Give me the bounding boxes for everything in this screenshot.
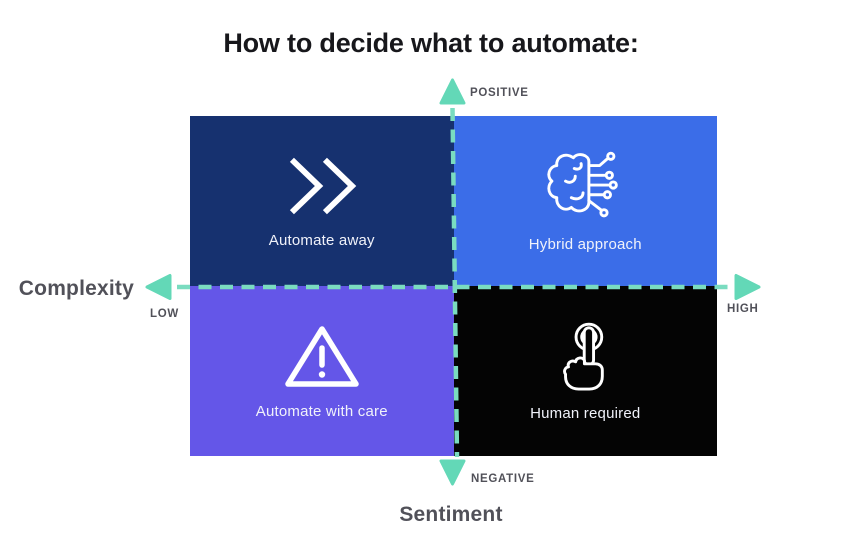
warning-triangle-icon [285, 326, 359, 387]
quadrant-grid: Automate away Hybrid approach [190, 116, 717, 456]
ai-brain-circuit-icon [547, 151, 619, 218]
positive-axis-label: POSITIVE [470, 87, 529, 99]
quadrant-hybrid-approach: Hybrid approach [453, 116, 717, 286]
arrow-right-icon [734, 274, 761, 300]
complexity-axis-label: Complexity [18, 277, 134, 300]
arrow-down-icon [439, 459, 466, 486]
low-axis-label: LOW [150, 308, 179, 320]
tap-hand-icon [563, 322, 605, 391]
quadrant-label: Hybrid approach [528, 236, 642, 253]
quadrant-human-required: Human required [453, 286, 717, 456]
quadrant-automate-away: Automate away [190, 116, 454, 286]
page-title: How to decide what to automate: [223, 28, 639, 58]
quadrant-automate-with-care: Automate with care [190, 286, 454, 456]
negative-axis-label: NEGATIVE [471, 473, 535, 485]
arrow-left-icon [145, 274, 172, 300]
sentiment-axis-label: Sentiment [399, 503, 503, 526]
fast-forward-icon [289, 157, 357, 215]
quadrant-label: Human required [530, 405, 641, 422]
arrow-up-icon [439, 78, 466, 105]
quadrant-label: Automate away [268, 232, 375, 249]
quadrant-label: Automate with care [255, 403, 388, 420]
high-axis-label: HIGH [727, 303, 759, 315]
